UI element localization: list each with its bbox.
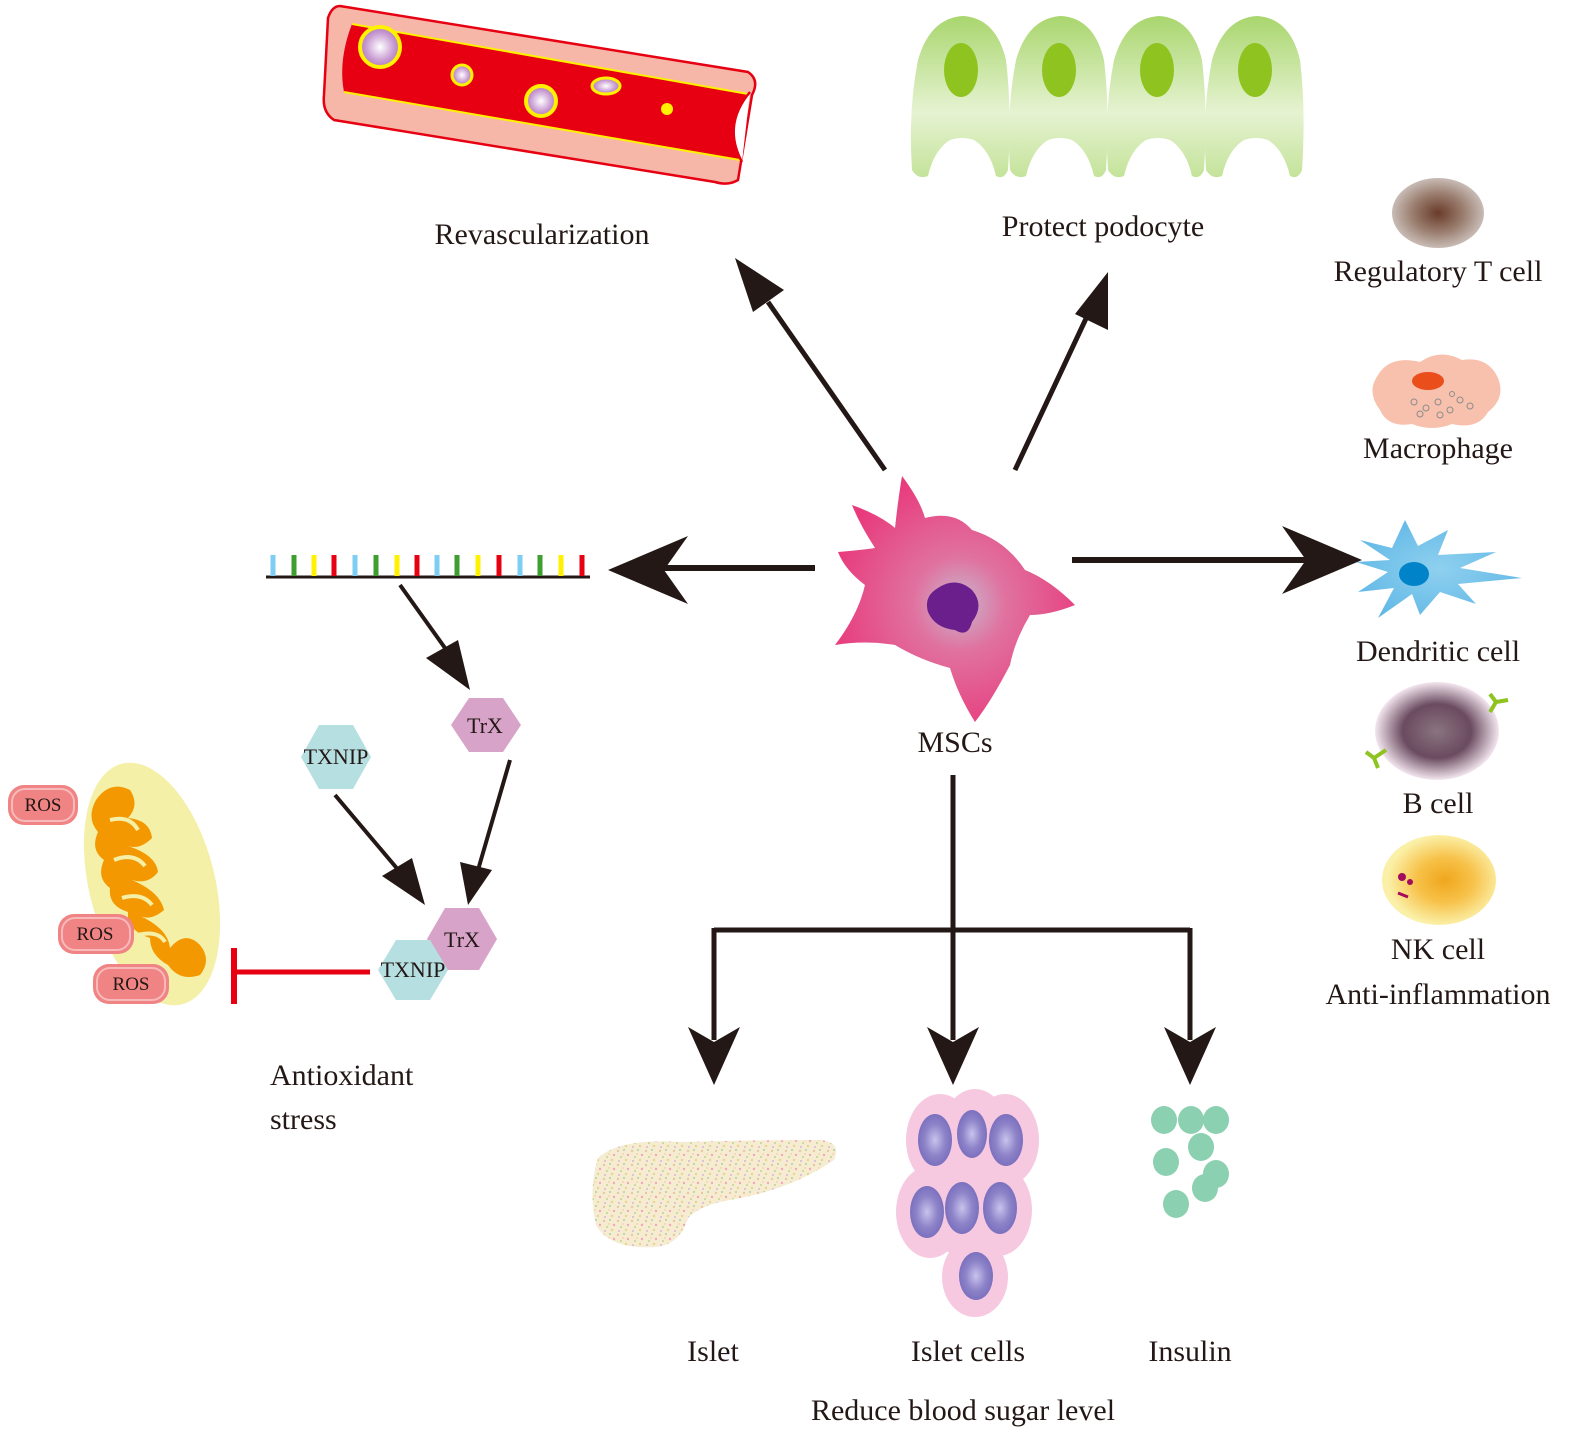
msc-cell-icon (835, 476, 1075, 722)
arrow-dna-to-trx (398, 583, 470, 690)
branching-arrows (688, 775, 1216, 1085)
ros-1-label: ROS (25, 795, 62, 816)
protect-podocyte-label: Protect podocyte (1002, 210, 1204, 243)
islet-cells-icon (896, 1089, 1039, 1317)
trx-txnip-complex-icon (378, 908, 497, 1000)
ros-3-icon (93, 964, 169, 1004)
mscs-label: MSCs (917, 726, 992, 759)
regulatory-t-cell-icon (1392, 178, 1484, 248)
insulin-granules-icon (1151, 1106, 1229, 1218)
inhibition-bar (231, 948, 370, 1004)
arrow-to-revascularization (735, 258, 888, 472)
ros-2-label: ROS (77, 924, 114, 945)
regulatory-t-cell-label: Regulatory T cell (1334, 255, 1543, 288)
reduce-blood-sugar-label: Reduce blood sugar level (811, 1394, 1115, 1427)
islet-pancreas-icon (592, 1140, 837, 1248)
dendritic-cell-label: Dendritic cell (1356, 635, 1520, 668)
txnip-hexagon-icon (301, 725, 371, 789)
anti-inflammation-label: Anti-inflammation (1326, 978, 1551, 1011)
podocyte-icon (910, 16, 1304, 178)
arrow-to-dna (608, 536, 815, 604)
macrophage-label: Macrophage (1363, 432, 1513, 465)
blood-vessel-icon (322, 4, 757, 185)
nk-cell-label: NK cell (1391, 933, 1485, 966)
arrow-to-podocyte (1012, 272, 1108, 472)
trx-hexagon-icon (451, 698, 521, 752)
b-cell-label: B cell (1403, 787, 1474, 820)
b-cell-icon (1364, 682, 1509, 780)
revascularization-label: Revascularization (435, 218, 650, 251)
ros-2-icon (58, 914, 134, 954)
arrow-trx-to-complex (460, 759, 512, 905)
arrow-txnip-to-complex (333, 793, 425, 905)
txnip-left-label: TXNIP (304, 744, 369, 769)
dendritic-cell-icon (1356, 520, 1522, 618)
ros-3-label: ROS (113, 974, 150, 995)
ros-1-icon (8, 785, 78, 825)
antioxidant-label: Antioxidant (270, 1059, 414, 1092)
insulin-label: Insulin (1148, 1335, 1231, 1368)
trx-top-label: TrX (467, 713, 503, 738)
trx-complex-label: TrX (444, 927, 480, 952)
txnip-complex-label: TXNIP (381, 957, 446, 982)
macrophage-icon (1372, 354, 1501, 428)
islet-cells-label: Islet cells (911, 1335, 1025, 1368)
stress-label: stress (270, 1103, 337, 1136)
nk-cell-icon (1382, 835, 1496, 925)
arrow-to-immune-cells (1072, 526, 1362, 594)
dna-strand-icon (266, 555, 590, 579)
islet-label: Islet (687, 1335, 739, 1368)
